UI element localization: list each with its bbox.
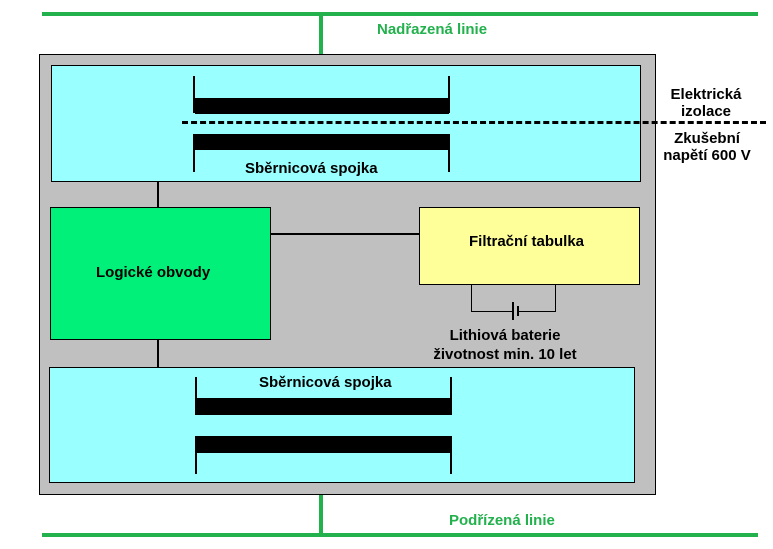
filter-table-block — [419, 207, 640, 285]
logic-circuits-block — [50, 207, 271, 340]
upper-bus-line — [42, 12, 758, 16]
lower-bus-line — [42, 533, 758, 537]
test-voltage-label: Zkušební napětí 600 V — [657, 130, 757, 164]
test-voltage-label-line2: napětí 600 V — [663, 147, 751, 164]
upper-bus-label: Nadřazená linie — [377, 21, 488, 38]
filter-table-label: Filtrační tabulka — [469, 233, 585, 250]
isolation-label-line2: izolace — [680, 103, 732, 120]
battery-label: Lithiová baterie životnost min. 10 let — [405, 326, 605, 364]
isolation-label: Elektrická izolace — [656, 86, 756, 120]
battery-wire-right — [555, 285, 556, 312]
isolation-dashed-line — [182, 121, 766, 124]
isolation-label-line1: Elektrická — [670, 86, 742, 103]
battery-label-line1: Lithiová baterie — [449, 327, 561, 344]
test-voltage-label-line1: Zkušební — [674, 130, 740, 147]
coupler-lower-plate-bottom — [197, 436, 452, 453]
lower-bus-riser — [319, 495, 323, 535]
coupler-upper-label: Sběrnicová spojka — [245, 160, 378, 177]
battery-plate-short — [517, 306, 519, 316]
coupler-upper-plate-top-left-tick — [193, 76, 195, 113]
coupler-upper-plate-top — [195, 98, 449, 114]
coupler-upper-plate-top-right-tick — [448, 76, 450, 113]
coupler-lower-plate-top — [197, 398, 452, 415]
battery-wire-left — [471, 285, 472, 312]
upper-bus-riser — [319, 14, 323, 54]
coupler-upper-plate-bottom-left-tick — [193, 134, 195, 172]
battery-cell-gap — [512, 309, 518, 314]
lower-bus-label: Podřízená linie — [449, 512, 555, 529]
coupler-lower-plate-bottom-left-tick — [195, 436, 197, 474]
coupler-upper-plate-bottom — [195, 134, 449, 150]
coupler-lower-plate-top-left-tick — [195, 377, 197, 415]
logic-circuits-label: Logické obvody — [96, 264, 211, 281]
bus-coupler-lower — [49, 367, 635, 483]
coupler-lower-label: Sběrnicová spojka — [259, 374, 392, 391]
battery-label-line2: životnost min. 10 let — [433, 346, 577, 363]
coupler-lower-plate-top-right-tick — [450, 377, 452, 415]
coupler-upper-plate-bottom-right-tick — [448, 134, 450, 172]
wire-coupler-upper-to-logic — [157, 182, 159, 208]
wire-logic-to-filter — [271, 233, 419, 235]
battery-plate-long — [512, 302, 514, 320]
coupler-lower-plate-bottom-right-tick — [450, 436, 452, 474]
wire-logic-to-coupler-lower — [157, 340, 159, 368]
